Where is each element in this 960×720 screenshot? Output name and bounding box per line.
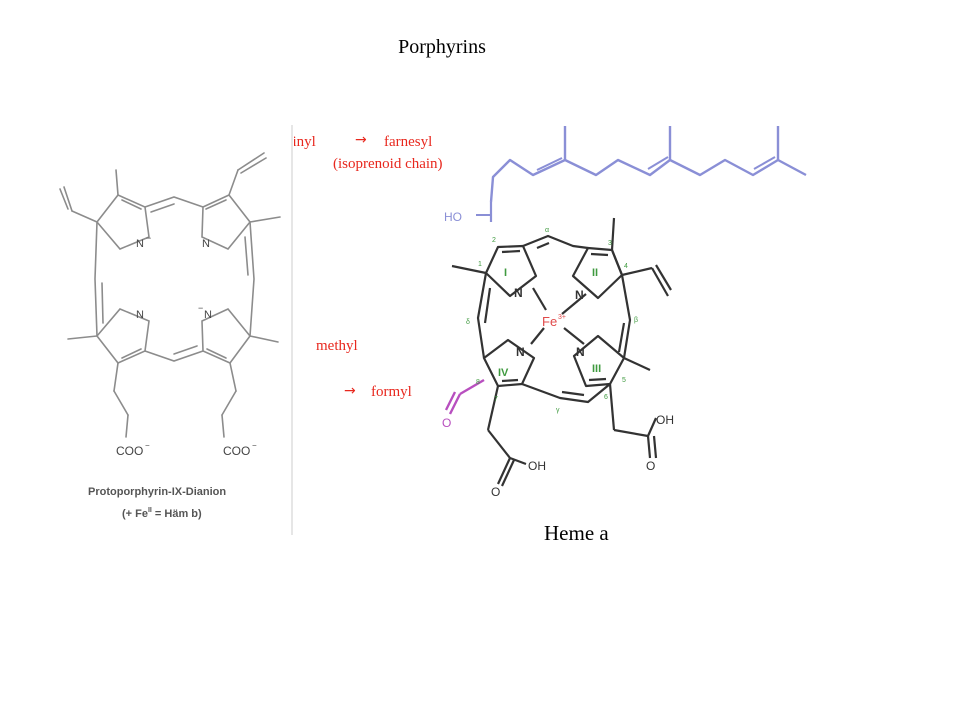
nitrogen-label: N: [136, 238, 144, 250]
position-label: 4: [624, 263, 628, 270]
oxygen-label: O: [646, 459, 655, 473]
annotation-farnesyl: farnesyl: [384, 134, 433, 150]
formyl-oxygen-label: O: [442, 416, 451, 430]
position-label: 2: [492, 237, 496, 244]
position-label: α: [545, 227, 549, 234]
nitrogen-label: N: [136, 309, 144, 321]
carboxylate-label: COO: [116, 444, 143, 458]
carboxylate-label: COO: [223, 444, 250, 458]
nitrogen-label: N: [202, 238, 210, 250]
heme-a-label: Heme a: [544, 521, 609, 545]
annotation-formyl: formyl: [371, 384, 412, 400]
oxygen-label: O: [491, 485, 500, 499]
charge-label: −: [145, 441, 150, 450]
hydroxyl-label: OH: [528, 459, 546, 473]
protoporphyrin-figure: N − N N N − COO − COO − Protoporphyrin-I…: [40, 125, 294, 535]
nitrogen-label: N: [204, 309, 212, 321]
arrow-icon: →: [355, 132, 367, 148]
charge-label: −: [146, 233, 151, 243]
position-label: 6: [604, 394, 608, 401]
position-label: 1: [478, 261, 482, 268]
protoporphyrin-structure: N − N N N − COO − COO − Protoporphyrin-I…: [40, 125, 294, 535]
iron-label: Fe: [542, 314, 557, 329]
figure-caption: Protoporphyrin-IX-Dianion: [88, 486, 226, 498]
annotation-methyl: methyl: [316, 338, 358, 354]
nitrogen-label: N: [575, 288, 584, 302]
farnesyl-chain: [489, 158, 807, 203]
charge-label: −: [252, 441, 257, 450]
hydroxyl-label: HO: [444, 210, 462, 224]
iron-charge-label: 3+: [558, 314, 566, 321]
position-label: δ: [466, 319, 470, 326]
charge-label: −: [198, 303, 203, 313]
ring-label: III: [592, 363, 601, 375]
position-label: β: [634, 317, 638, 324]
arrow-icon: →: [344, 383, 356, 399]
position-label: γ: [556, 407, 560, 414]
ring-label: II: [592, 267, 598, 279]
hydroxyl-label: OH: [656, 413, 674, 427]
figure-caption-line2: (+ FeII = Häm b): [122, 507, 202, 520]
position-label: 5: [622, 377, 626, 384]
nitrogen-label: N: [514, 286, 523, 300]
ring-label: I: [504, 267, 507, 279]
position-label: 7: [494, 396, 498, 403]
nitrogen-label: N: [516, 345, 525, 359]
annotation-isoprenoid: (isoprenoid chain): [333, 156, 443, 172]
position-label: 8: [476, 379, 480, 386]
heme-a-figure: HO: [438, 118, 810, 500]
position-label: 3: [608, 240, 612, 247]
nitrogen-label: N: [576, 345, 585, 359]
heme-a-structure: HO: [442, 126, 807, 499]
ring-label: IV: [498, 367, 509, 379]
slide-title: Porphyrins: [398, 36, 486, 58]
